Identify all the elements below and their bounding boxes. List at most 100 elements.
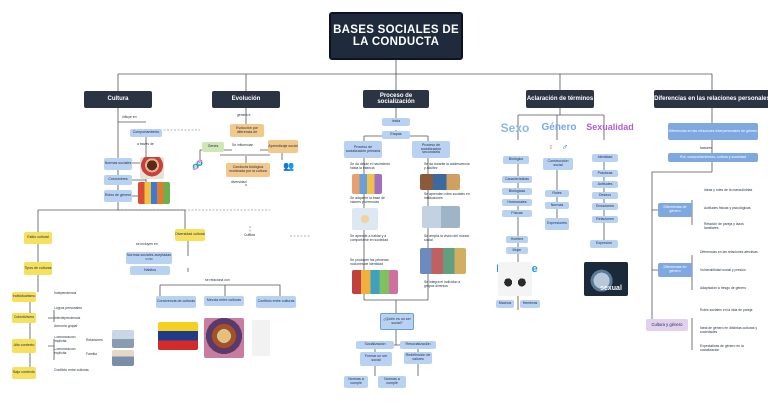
node-estilo-cultural: Estilo cultural: [24, 232, 52, 244]
secundaria-text-1: Se aprenden roles sociales en institucio…: [424, 192, 470, 200]
node-diferencias-intro: Diferencias en las relaciones interperso…: [668, 123, 758, 140]
branch-socializacion: Proceso de socialización: [363, 90, 429, 108]
cultura-item-0: Normas sociales: [104, 158, 132, 170]
node-colectivismo: Colectivismo: [12, 313, 36, 323]
secundaria-text-3: Se integra el individuo a grupos diverso…: [424, 280, 461, 288]
sub-item-6: Relaciones: [86, 338, 103, 343]
animals-picture: [498, 262, 532, 296]
diferencias-a-1: Actitudes físicas y psicológicas: [704, 206, 751, 211]
cultura-item-1: Costumbres: [104, 175, 132, 185]
node-diferencias-roles: Rol, comportamientos, cultura y sociedad: [668, 153, 758, 162]
node-redefinicion: Redefinición de valores: [404, 352, 432, 364]
family-group-picture: [352, 174, 382, 194]
diferencias-b-0: Diferencias en las relaciones afectivas: [700, 250, 758, 255]
diferencias-c-2: Expectativas de género en la socializaci…: [700, 344, 744, 352]
ritual-picture: [204, 318, 244, 358]
evolucion-connector2: se relaciona con: [205, 278, 230, 283]
genero-item-0: Roles: [545, 190, 569, 197]
cultura-person-picture: [140, 157, 164, 179]
evolucion-bottom-0: Convivencia de culturas: [156, 296, 196, 308]
sub-item-3: Armonía grupal: [54, 324, 78, 329]
evolucion-bottom-1: Mezcla entre culturas: [204, 296, 244, 306]
sub-item-7: Familia: [86, 352, 97, 357]
sexualidad-item-4: Relaciones: [592, 216, 618, 223]
sub-item-4: Comunicación implícita: [54, 336, 76, 343]
primaria-text-0: Se da desde el nacimiento hasta la infan…: [350, 162, 390, 170]
node-normas: Normas a cumplir: [344, 376, 368, 388]
node-comportamiento: Comportamiento: [130, 129, 162, 137]
cultura-item-2: Roles de género: [104, 190, 132, 202]
evolucion-incluye: se incluyen en: [136, 242, 158, 247]
secundaria-text-2: Se amplía la visión del mundo social: [424, 234, 470, 242]
male-symbol-icon: ♂: [561, 142, 569, 153]
diferencias-b-1: Vulnerabilidad social y presión: [700, 268, 746, 273]
evolucion-influencia: Se influencian: [232, 143, 254, 148]
node-diversidad-cultural: Diversidad cultural: [175, 229, 205, 241]
conflicto-note: Conflicto entre culturas: [54, 368, 89, 373]
node-etapas: Etapas: [382, 131, 410, 139]
diferencias-a-2: Relación de pareja y lazos familiares: [704, 222, 744, 230]
sexualidad-item-0: Prácticas: [592, 170, 618, 177]
node-diferencias-cult: Diferencias en género: [658, 263, 692, 277]
sexo-item-2: Hormonales: [502, 199, 532, 206]
cultura-connector: influye en: [122, 115, 137, 120]
diferencias-a-0: Ideas y roles de la masculinidad: [704, 188, 753, 193]
classroom-picture: [352, 208, 378, 230]
diferencias-c-1: Ideal de género en distintas culturas y …: [700, 326, 758, 334]
cultura-a-traves: a través de: [137, 142, 154, 147]
people-icon: 👥: [283, 161, 295, 172]
cultura-dancers-picture: [138, 182, 170, 204]
branch-terminos: Aclaración de términos: [526, 90, 594, 108]
node-conducta: Conducta biológica moldeada por la cultu…: [226, 163, 270, 177]
node-expresion: Expresión: [590, 240, 618, 248]
node-primaria: Proceso de socialización primaria: [344, 141, 382, 158]
kids-picture: [352, 270, 398, 294]
node-aprendizaje: Aprendizaje social: [268, 140, 298, 153]
female-symbol-icon: ♀: [547, 142, 555, 153]
node-mujer: Mujer: [506, 247, 528, 254]
node-individualismo: Individualismo: [12, 292, 36, 302]
node-resocializacion: Resocialización: [400, 341, 436, 349]
sub-item-2: Interdependencia: [54, 316, 81, 321]
evolucion-item-1: Hábitos: [130, 266, 170, 275]
node-resultado: ¿Quién es un ser social?: [380, 313, 414, 330]
sub-item-5: Comunicación explícita: [54, 348, 76, 355]
couple-cartoon-picture: [252, 320, 290, 356]
branch-evolucion: Evolución: [212, 91, 280, 108]
node-inicio: Inicia: [382, 118, 410, 126]
node-normas-2: Normas a cumplir: [378, 376, 406, 388]
sub-item-1: Logros personales: [54, 306, 82, 311]
label-sexo: Sexo: [500, 120, 530, 135]
node-evolucion-por: Evolución por diferencia de: [230, 124, 264, 137]
cultura-side-label: Cultura: [244, 233, 255, 238]
sexual-planet-picture: [584, 262, 628, 296]
teens-picture: [420, 174, 460, 190]
flags-picture: [158, 322, 198, 350]
meeting-picture: [112, 330, 134, 348]
diferencias-separador: factores: [700, 146, 713, 151]
sexualidad-item-1: Actitudes: [592, 181, 618, 188]
node-socializacion: Socialización: [356, 341, 394, 349]
sexo-item-0: Características: [502, 176, 532, 183]
primaria-text-3: Se producen las primeras nociones de ide…: [350, 258, 389, 266]
node-diferencias-genero: Diferencias de género: [658, 203, 692, 217]
sexo-item-1: Biológicas: [502, 188, 532, 195]
primaria-text-1: Se adquiere la base de valores y creenci…: [350, 196, 385, 204]
node-genero-def: Construcción social: [543, 158, 573, 170]
node-bajo-contexto: Bajo contexto: [12, 367, 36, 379]
sexualidad-item-2: Deseos: [592, 192, 618, 199]
dna-icon: 🧬: [192, 160, 204, 171]
family-picture: [112, 350, 134, 366]
adults-picture: [422, 206, 460, 228]
genero-item-2: Expresiones: [545, 218, 569, 230]
sexo-item-3: Físicas: [502, 210, 532, 217]
node-hembras: Hembras: [520, 300, 540, 308]
branch-diferencias: Diferencias en las relaciones personales: [654, 90, 768, 108]
node-hombre: Hombre: [506, 236, 528, 243]
evolucion-item-0: Normas sociales aceptadas o no: [126, 252, 172, 264]
label-sexual: sexual: [600, 285, 622, 293]
evolucion-diversidad: diversidad: [231, 180, 247, 185]
node-secundaria: Proceso de socialización secundaria: [412, 141, 450, 158]
label-sexualidad: Sexualidad: [586, 122, 634, 133]
